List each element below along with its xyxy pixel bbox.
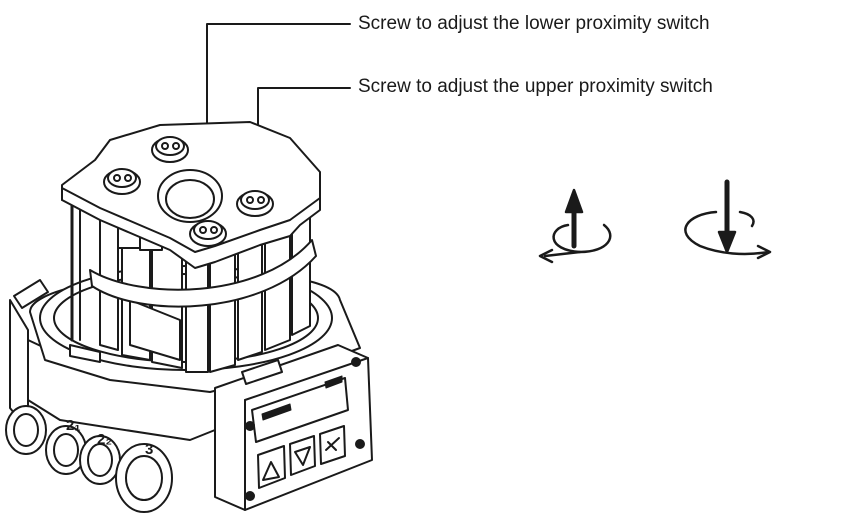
cable-port-2 bbox=[45, 425, 87, 475]
cable-port-1 bbox=[5, 405, 47, 455]
screw-lower-switch bbox=[189, 220, 227, 247]
screw-upper-switch bbox=[236, 190, 274, 217]
rotate-counterclockwise-up-icon bbox=[538, 188, 612, 264]
callout-lower-switch-screw: Screw to adjust the lower proximity swit… bbox=[358, 13, 710, 34]
callout-upper-switch-screw: Screw to adjust the upper proximity swit… bbox=[358, 76, 713, 97]
rotate-clockwise-down-icon bbox=[684, 179, 772, 260]
housing-left-bracket bbox=[13, 279, 49, 309]
port-label-2-2: 2₂ bbox=[97, 431, 113, 448]
display-window bbox=[251, 377, 349, 443]
ring-band bbox=[89, 239, 317, 308]
screw-top bbox=[151, 136, 189, 163]
display-buttons bbox=[257, 425, 346, 489]
cable-port-3 bbox=[79, 435, 121, 485]
port-label-2-1: 2₁ bbox=[66, 417, 81, 434]
cable-port-4 bbox=[115, 443, 173, 513]
screw-left bbox=[103, 168, 141, 195]
port-label-3: 3 bbox=[145, 441, 154, 458]
center-bore bbox=[157, 169, 223, 223]
